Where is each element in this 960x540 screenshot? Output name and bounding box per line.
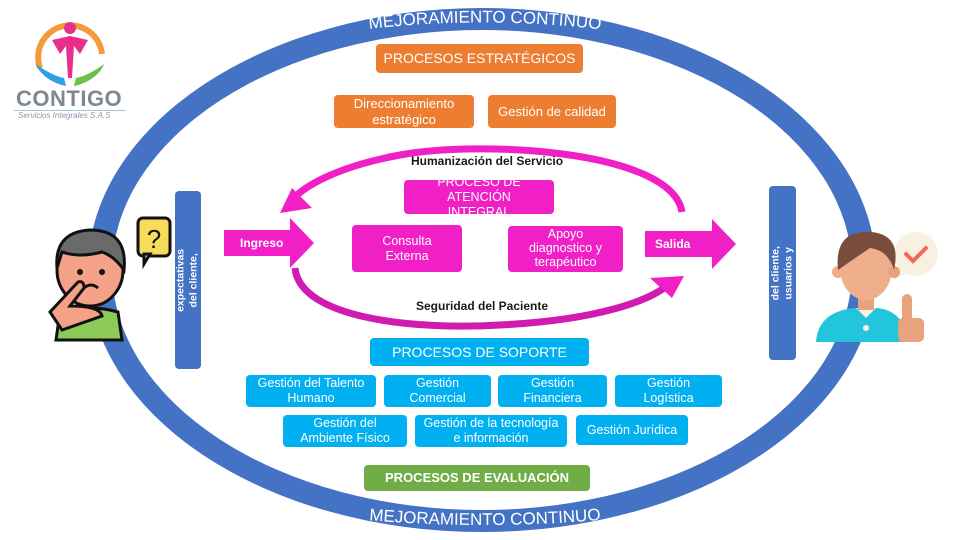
support-item: Gestión Financiera <box>498 375 607 407</box>
support-item: Gestión del Talento Humano <box>246 375 376 407</box>
satisfied-person-icon <box>816 231 938 342</box>
support-item: Gestión Jurídica <box>576 415 688 445</box>
input-needs-box: Necesidades y expectativas del cliente, … <box>149 191 226 369</box>
safety-loop-arrow <box>291 267 684 330</box>
humanization-label: Humanización del Servicio <box>411 154 564 168</box>
thinking-person-icon: ? <box>48 216 172 342</box>
logo-underline <box>14 110 126 111</box>
evaluation-processes-title: PROCESOS DE EVALUACIÓN <box>364 465 590 491</box>
strategic-processes-title: PROCESOS ESTRATÉGICOS <box>376 44 583 73</box>
strategic-item: Gestión de calidad <box>488 95 616 128</box>
patient-safety-label: Seguridad del Paciente <box>416 299 549 313</box>
support-item: Gestión de la tecnología e información <box>415 415 567 447</box>
logo-subtitle: Servicios Integrales S.A.S <box>18 111 111 120</box>
contigo-logo: CONTIGO Servicios Integrales S.A.S <box>10 6 130 121</box>
support-item: Gestión Comercial <box>384 375 491 407</box>
salida-arrow <box>645 219 736 269</box>
logo-name: CONTIGO <box>16 86 123 111</box>
support-item: Gestión Logística <box>615 375 722 407</box>
care-process-title: PROCESO DE ATENCIÓN INTEGRAL <box>404 175 554 219</box>
salida-label: Salida <box>655 237 691 251</box>
ingreso-label: Ingreso <box>240 236 284 250</box>
svg-text:?: ? <box>147 224 161 254</box>
strategic-item: Direccionamiento estratégico <box>334 95 474 128</box>
ingreso-arrow <box>224 218 314 268</box>
care-item: Consulta Externa <box>352 225 462 272</box>
humanization-loop-arrow <box>280 145 686 213</box>
output-satisfaction-box: Satisfacción del cliente, usuarios y su … <box>756 186 808 360</box>
support-item: Gestión del Ambiente Físico <box>283 415 407 447</box>
care-item: Apoyo diagnostico y terapéutico <box>508 226 623 272</box>
ring-bottom-label: MEJORAMIENTO CONTINUO <box>369 505 602 529</box>
logo-mark-icon <box>35 22 105 86</box>
output-satisfaction-text: Satisfacción del cliente, usuarios y su … <box>756 242 808 304</box>
support-processes-title: PROCESOS DE SOPORTE <box>370 338 589 366</box>
